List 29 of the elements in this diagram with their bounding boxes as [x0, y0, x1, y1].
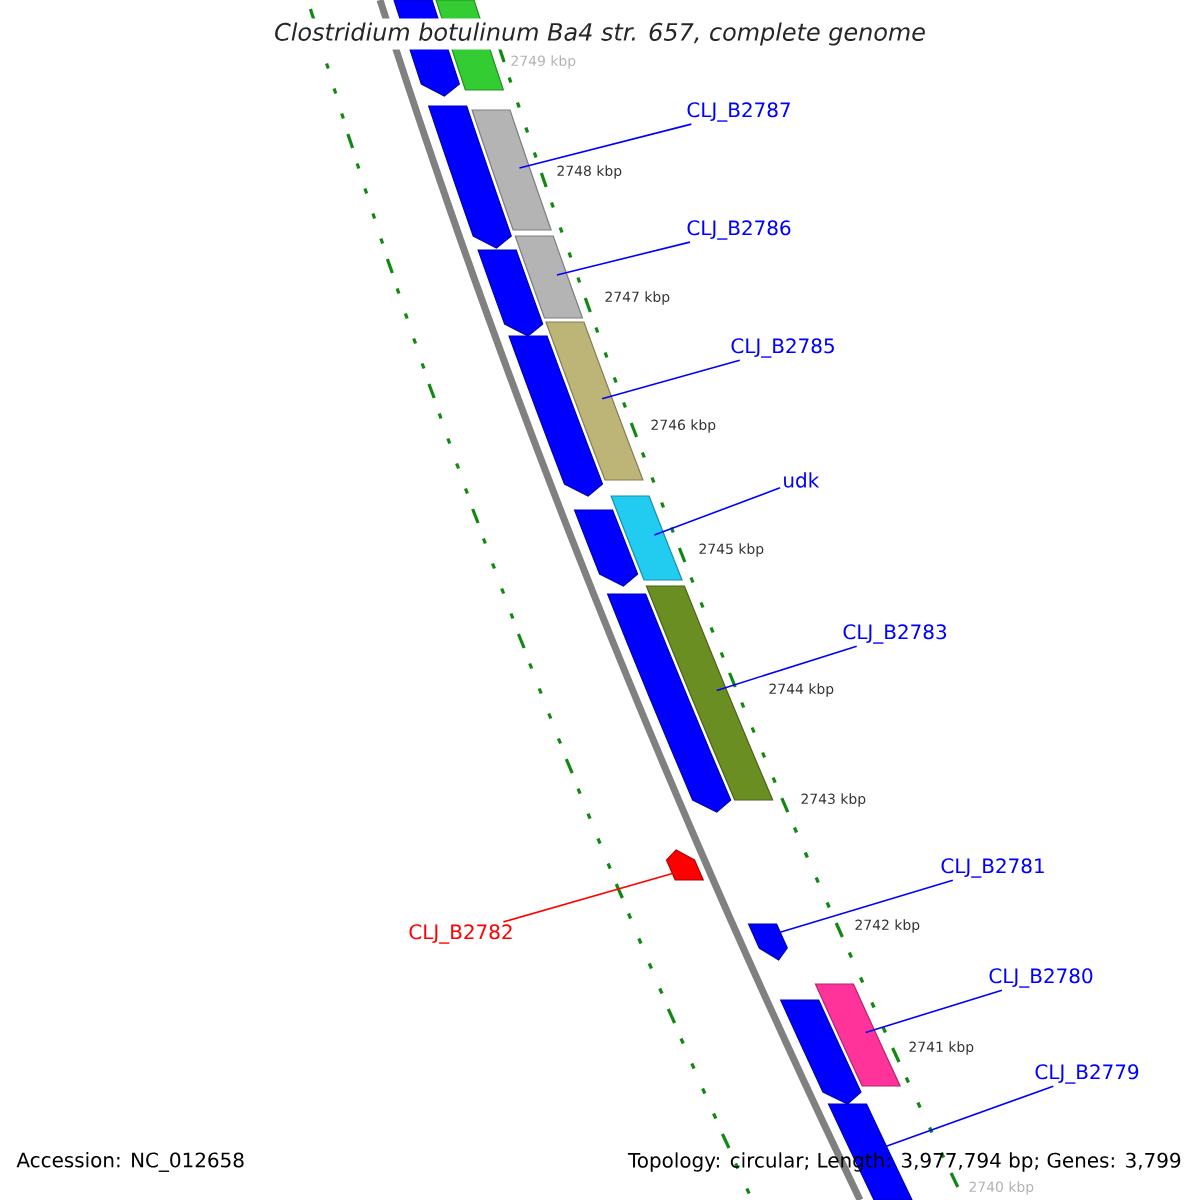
gene-feature — [545, 321, 644, 481]
gene-feature — [573, 509, 639, 587]
gene-feature — [508, 335, 604, 497]
gene-label: udk — [784, 472, 820, 488]
gene-feature — [814, 983, 902, 1087]
leader-line — [653, 487, 781, 536]
gene-label: CLJ_B2779 — [1035, 1064, 1139, 1084]
gene-feature — [665, 849, 705, 881]
gene-label: CLJ_B2780 — [989, 968, 1093, 988]
leader-line — [864, 989, 1003, 1034]
gene-feature — [610, 495, 683, 581]
gene-label: CLJ_B2782 — [409, 924, 512, 944]
accession-text: Accession: NC_012658 — [16, 1152, 244, 1172]
gene-feature — [477, 249, 544, 337]
gene-label: CLJ_B2785 — [731, 338, 834, 358]
leader-line — [715, 645, 858, 692]
title: Clostridium botulinum Ba4 str. 657, complete genome — [270, 18, 930, 50]
gene-label: CLJ_B2783 — [843, 624, 947, 644]
gene-feature — [471, 109, 552, 231]
leader-line — [601, 359, 741, 400]
gene-feature — [514, 235, 584, 319]
leader-line — [556, 241, 691, 276]
genome-summary: Topology: circular; Length: 3,977,794 bp; Genes: 3,799 — [627, 1152, 1181, 1172]
gene-label: CLJ_B2781 — [941, 858, 1044, 878]
gene-label: CLJ_B2786 — [687, 220, 791, 240]
gene-label: CLJ_B2787 — [687, 102, 790, 122]
leader-line — [775, 879, 954, 935]
leader-line — [518, 123, 693, 169]
leader-line — [502, 871, 678, 923]
